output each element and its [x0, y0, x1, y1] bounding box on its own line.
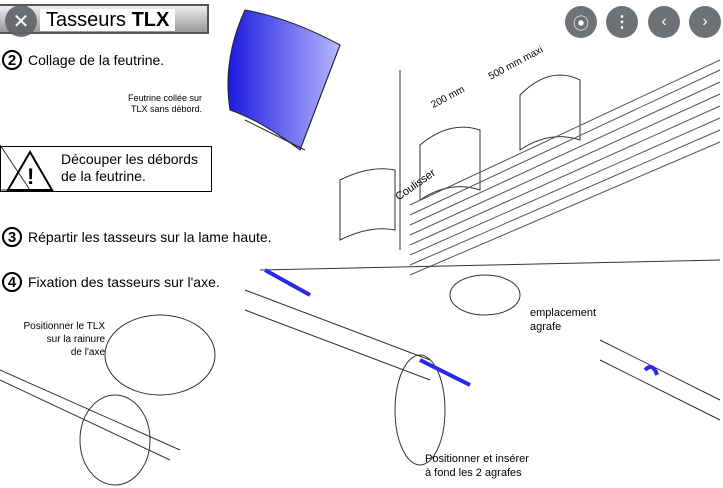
- svg-text:!: !: [27, 164, 34, 189]
- more-options-button[interactable]: ⋮: [606, 6, 638, 38]
- more-vert-icon: ⋮: [614, 14, 630, 31]
- lens-icon: ⦿: [572, 16, 589, 33]
- felt-panel-drawing: [227, 9, 341, 151]
- chevron-left-icon: ‹: [661, 13, 667, 30]
- chevron-right-icon: ›: [702, 13, 708, 30]
- warning-triangle-icon: !: [6, 150, 54, 191]
- axis-drawings: [0, 144, 721, 486]
- slats-drawing: [339, 59, 721, 276]
- image-title: Tasseurs TLX: [40, 9, 176, 31]
- close-icon: ✕: [12, 10, 30, 33]
- next-image-button[interactable]: ›: [689, 6, 721, 38]
- previous-image-button[interactable]: ‹: [648, 6, 680, 38]
- lens-button[interactable]: ⦿: [565, 6, 597, 38]
- close-button[interactable]: ✕: [5, 5, 37, 37]
